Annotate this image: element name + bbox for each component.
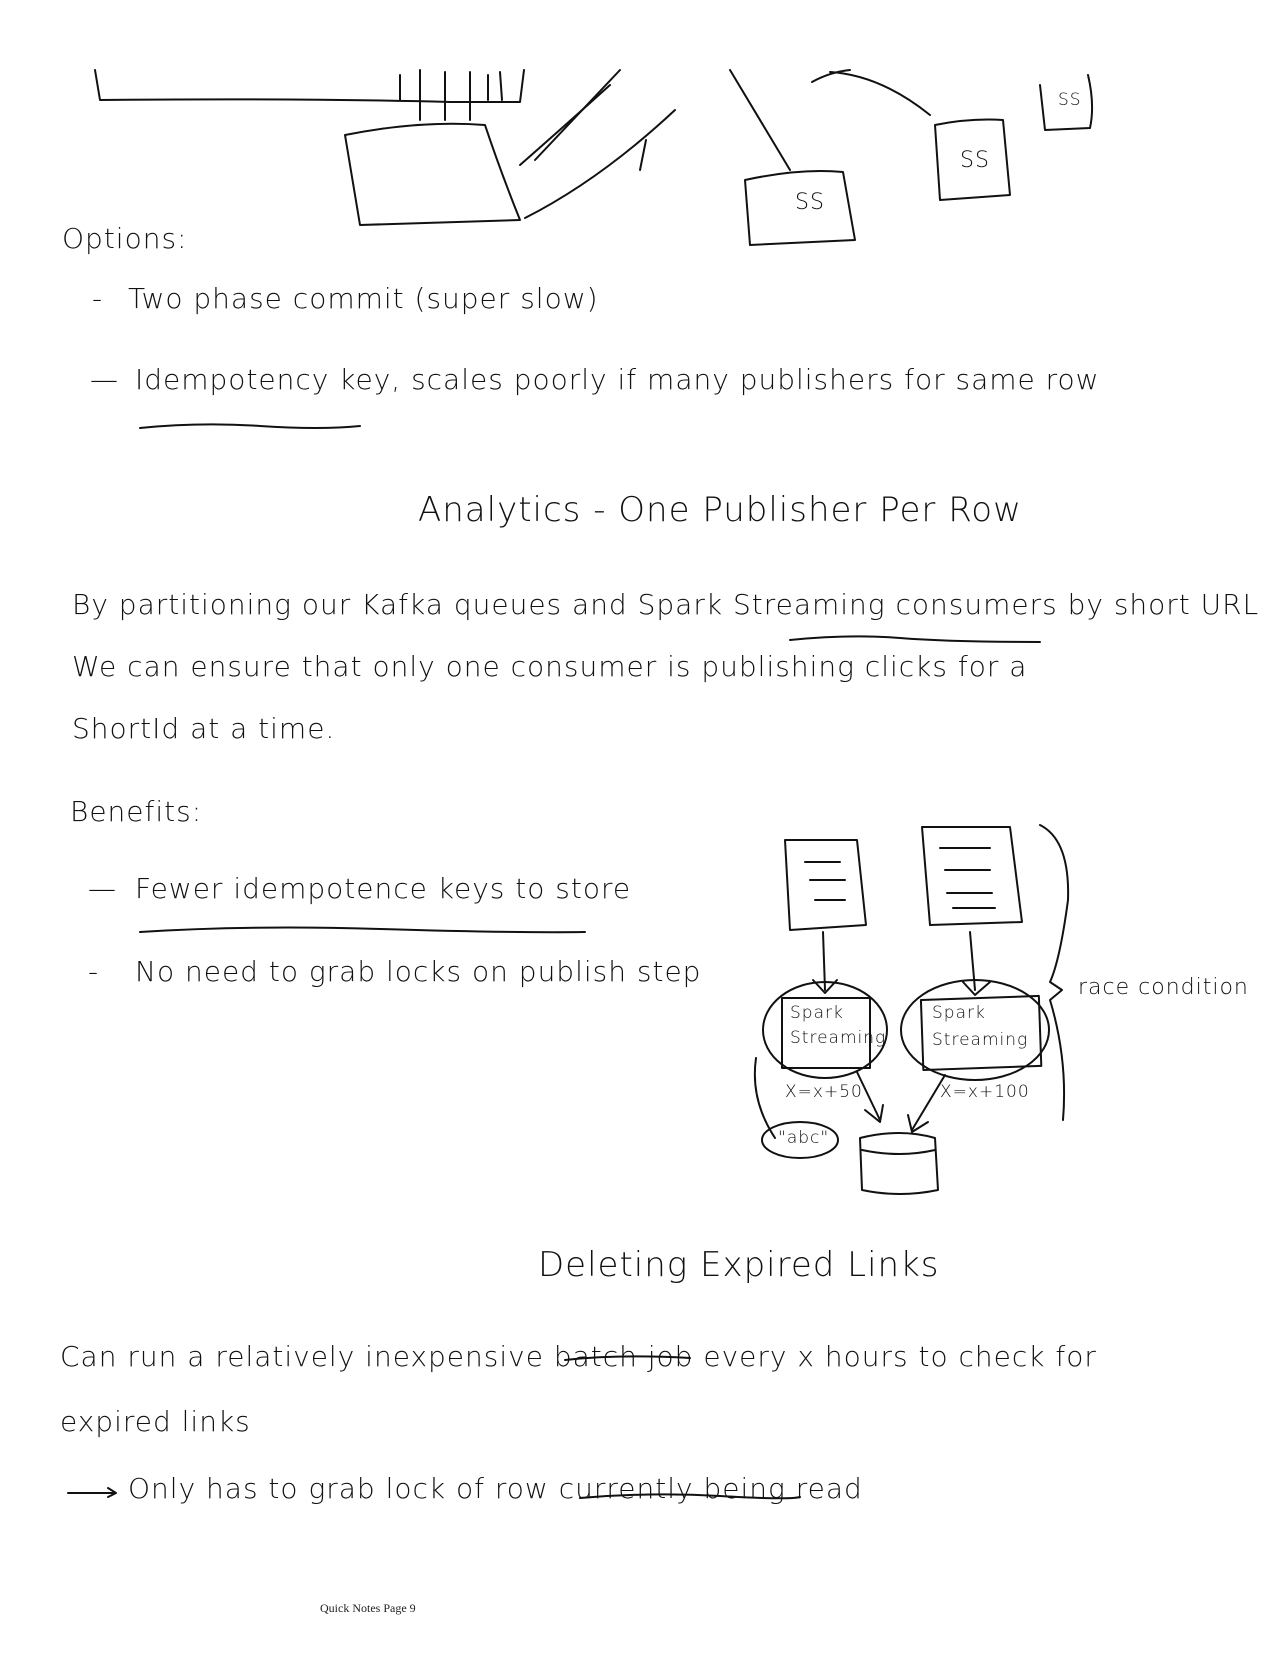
- analytics-title: Analytics - One Publisher Per Row: [418, 490, 1022, 530]
- deleting-paragraph-line-1: Can run a relatively inexpensive batch j…: [60, 1340, 1097, 1373]
- benefits-heading: Benefits:: [70, 795, 203, 828]
- page-footer: Quick Notes Page 9: [320, 1601, 416, 1615]
- consumer-right-line-1: Spark: [932, 1003, 986, 1023]
- ss-label-2: SS: [960, 148, 990, 173]
- consumer-left-line-2: Streaming: [790, 1028, 887, 1048]
- benefit-no-locks: No need to grab locks on publish step: [135, 955, 702, 988]
- op-left-label: X=x+50: [785, 1082, 863, 1102]
- deleting-paragraph-line-2: expired links: [60, 1405, 251, 1438]
- top-diagram: [94, 69, 1094, 246]
- option-idempotency-key: Idempotency key, scales poorly if many p…: [135, 363, 1100, 396]
- race-condition-annotation: race condition: [1078, 975, 1249, 1000]
- consumer-right-line-2: Streaming: [932, 1030, 1029, 1050]
- ss-label-1: SS: [795, 190, 825, 215]
- cache-label: "abc": [778, 1128, 830, 1148]
- option-bullet-2: —: [90, 363, 119, 396]
- benefit-bullet-1: —: [88, 872, 117, 905]
- analytics-paragraph-line-3: ShortId at a time.: [72, 712, 336, 745]
- benefit-fewer-keys: Fewer idempotence keys to store: [135, 872, 632, 905]
- analytics-paragraph-line-2: We can ensure that only one consumer is …: [72, 650, 1028, 683]
- options-heading: Options:: [62, 222, 188, 255]
- option-bullet-1: -: [92, 282, 104, 315]
- deleting-arrow-note: Only has to grab lock of row currently b…: [128, 1472, 863, 1505]
- op-right-label: X=x+100: [940, 1082, 1030, 1102]
- analytics-paragraph-line-1: By partitioning our Kafka queues and Spa…: [72, 588, 1260, 621]
- deleting-title: Deleting Expired Links: [538, 1245, 940, 1285]
- option-two-phase-commit: Two phase commit (super slow): [128, 282, 599, 315]
- benefit-bullet-2: -: [88, 955, 100, 988]
- consumer-left-line-1: Spark: [790, 1003, 844, 1023]
- ss-label-3: SS: [1058, 90, 1082, 110]
